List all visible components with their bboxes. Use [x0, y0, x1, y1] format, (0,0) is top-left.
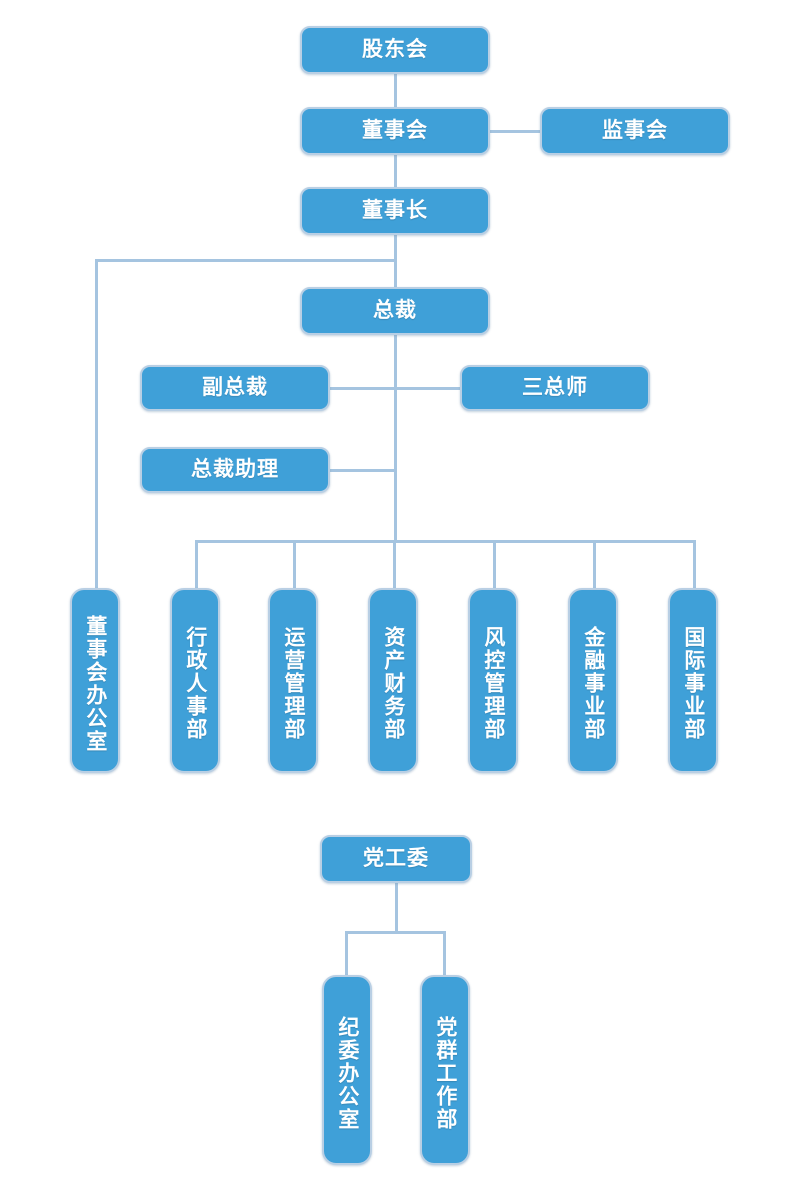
connector-party-bus	[345, 931, 445, 934]
connector-chairman-branch-bus	[95, 259, 394, 262]
org-node-president-assist[interactable]: 总裁助理	[140, 447, 330, 493]
connector-drop-discipline-office	[345, 931, 348, 975]
org-node-risk-control[interactable]: 风控管理部	[468, 588, 518, 773]
org-node-party-committee[interactable]: 党工委	[320, 835, 472, 883]
connector-shareholders-to-board	[394, 74, 397, 107]
connector-drop-operations	[293, 540, 296, 588]
connector-drop-financial-biz	[593, 540, 596, 588]
connector-vice-president-link	[330, 387, 394, 390]
connector-party-committee-trunk	[395, 883, 398, 933]
connector-president-assist-link	[330, 469, 394, 472]
org-node-board-office[interactable]: 董事会办公室	[70, 588, 120, 773]
connector-president-down-trunk	[394, 335, 397, 541]
connector-board-to-supervisors	[490, 130, 540, 133]
connector-board-to-chairman	[394, 155, 397, 187]
connector-board-office-drop	[95, 259, 98, 588]
connector-drop-admin-hr	[195, 540, 198, 588]
org-node-board[interactable]: 董事会	[300, 107, 490, 155]
org-node-three-chiefs[interactable]: 三总师	[460, 365, 650, 411]
org-node-asset-finance[interactable]: 资产财务部	[368, 588, 418, 773]
org-node-president[interactable]: 总裁	[300, 287, 490, 335]
org-node-shareholders[interactable]: 股东会	[300, 26, 490, 74]
org-node-operations[interactable]: 运营管理部	[268, 588, 318, 773]
connector-drop-party-mass-work	[443, 931, 446, 975]
org-node-international-biz[interactable]: 国际事业部	[668, 588, 718, 773]
org-node-financial-biz[interactable]: 金融事业部	[568, 588, 618, 773]
org-node-admin-hr[interactable]: 行政人事部	[170, 588, 220, 773]
connector-drop-asset-finance	[393, 540, 396, 588]
org-node-chairman[interactable]: 董事长	[300, 187, 490, 235]
org-node-party-mass-work[interactable]: 党群工作部	[420, 975, 470, 1165]
org-node-discipline-office[interactable]: 纪委办公室	[322, 975, 372, 1165]
org-node-vice-president[interactable]: 副总裁	[140, 365, 330, 411]
connector-drop-international-biz	[693, 540, 696, 588]
connector-departments-bus	[195, 540, 695, 543]
connector-three-chiefs-link	[394, 387, 460, 390]
connector-chairman-down-trunk	[394, 235, 397, 287]
org-node-supervisors[interactable]: 监事会	[540, 107, 730, 155]
connector-drop-risk-control	[493, 540, 496, 588]
